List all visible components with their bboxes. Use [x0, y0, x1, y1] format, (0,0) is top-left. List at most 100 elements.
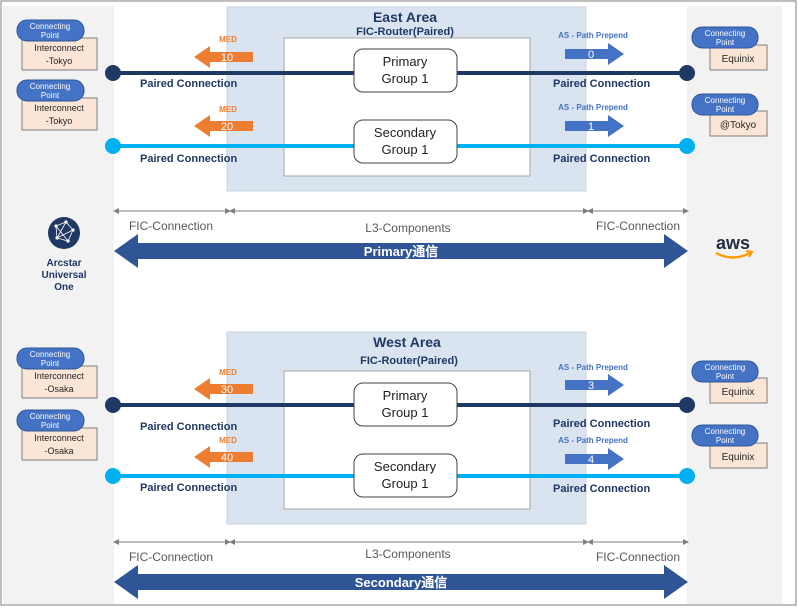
arcstar-name-line1: Arcstar	[46, 258, 81, 269]
east-med-label-1: MED	[219, 35, 237, 44]
east-med-label-2: MED	[219, 105, 237, 114]
east-secondary-left-node	[105, 138, 121, 154]
west-paired-label-right-2: Paired Connection	[553, 483, 650, 495]
point-name-line2: -Osaka	[44, 384, 73, 394]
badge-line2: Point	[716, 38, 735, 47]
west-primary-right-node	[679, 397, 695, 413]
west-right-point-1: Equinix Connecting Point	[691, 360, 768, 404]
west-prepend-value-secondary: 4	[588, 454, 594, 466]
badge-line2: Point	[41, 359, 60, 368]
badge-line2: Point	[41, 31, 60, 40]
east-paired-label-right-1: Paired Connection	[553, 78, 650, 90]
lower-segments: FIC-Connection L3-Components FIC-Connect…	[113, 539, 689, 564]
east-med-value-primary: 10	[221, 52, 233, 64]
west-area-title: West Area	[373, 334, 441, 350]
east-paired-label-right-2: Paired Connection	[553, 153, 650, 165]
west-med-arrow-primary	[194, 378, 253, 400]
east-secondary-group	[353, 119, 458, 164]
east-prepend-arrow-primary	[565, 43, 624, 65]
east-prepend-arrow-secondary	[565, 115, 624, 137]
west-secondary-group-line1: Secondary	[374, 459, 437, 474]
lower-fic-left-label: FIC-Connection	[129, 550, 213, 564]
upper-l3-label: L3-Components	[365, 221, 450, 235]
east-right-point-1: Equinix Connecting Point	[691, 26, 768, 71]
point-name: @Tokyo	[720, 120, 757, 131]
west-med-label-2: MED	[219, 436, 237, 445]
east-primary-group-line2: Group 1	[382, 71, 429, 86]
badge-line1: Connecting	[30, 412, 70, 421]
badge-line1: Connecting	[30, 22, 70, 31]
east-prepend-label-2: AS - Path Prepend	[558, 103, 628, 112]
point-name: Equinix	[722, 54, 755, 65]
secondary-communication-arrow	[114, 565, 688, 599]
point-name-line2: -Osaka	[44, 446, 73, 456]
point-name-box	[21, 427, 98, 461]
lower-l3-label: L3-Components	[365, 547, 450, 561]
secondary-communication-label: Secondary通信	[355, 575, 447, 590]
connecting-point-badge	[16, 19, 85, 42]
west-secondary-group-line2: Group 1	[382, 476, 429, 491]
point-name-line2: -Tokyo	[46, 56, 73, 66]
east-secondary-right-node	[679, 138, 695, 154]
point-name-box	[21, 97, 98, 131]
point-name-line1: Interconnect	[34, 371, 84, 381]
east-paired-label-left-1: Paired Connection	[140, 78, 237, 90]
primary-communication-arrow	[114, 234, 688, 268]
east-primary-right-node	[679, 65, 695, 81]
arcstar-name-line3: One	[54, 282, 74, 293]
west-primary-group-line1: Primary	[383, 388, 428, 403]
west-med-arrow-secondary	[194, 446, 253, 468]
badge-line2: Point	[716, 436, 735, 445]
point-name-line2: -Tokyo	[46, 116, 73, 126]
connecting-point-badge	[16, 347, 85, 370]
arcstar-globe-icon	[48, 217, 80, 249]
point-name-line1: Interconnect	[34, 433, 84, 443]
west-med-value-secondary: 40	[221, 452, 233, 464]
upper-fic-left-label: FIC-Connection	[129, 219, 213, 233]
upper-segments: FIC-Connection L3-Components FIC-Connect…	[113, 208, 689, 235]
east-primary-left-node	[105, 65, 121, 81]
east-prepend-value-primary: 0	[588, 49, 594, 61]
east-med-value-secondary: 20	[221, 121, 233, 133]
west-secondary-group	[353, 453, 458, 498]
west-primary-group-line2: Group 1	[382, 405, 429, 420]
west-area: West Area FIC-Router(Paired) Primary Gro…	[105, 331, 695, 525]
east-primary-group-line1: Primary	[383, 54, 428, 69]
connecting-point-badge	[691, 424, 759, 447]
west-med-label-1: MED	[219, 368, 237, 377]
badge-line1: Connecting	[30, 350, 70, 359]
east-secondary-group-line2: Group 1	[382, 142, 429, 157]
connecting-point-badge	[691, 26, 759, 49]
east-left-point-1: Interconnect -Tokyo Connecting Point	[16, 19, 98, 71]
badge-line2: Point	[41, 421, 60, 430]
arcstar-network-icon	[55, 221, 74, 242]
lower-fic-right-label: FIC-Connection	[596, 550, 680, 564]
connecting-point-badge	[691, 360, 759, 383]
arcstar-name-line2: Universal	[41, 270, 86, 281]
badge-line1: Connecting	[705, 427, 745, 436]
east-med-arrow-secondary	[194, 115, 253, 137]
west-router-label: FIC-Router(Paired)	[360, 355, 458, 367]
connecting-point-badge	[691, 93, 759, 116]
west-secondary-left-node	[105, 468, 121, 484]
aws-logo: aws	[715, 233, 754, 259]
east-left-point-2: Interconnect -Tokyo Connecting Point	[16, 79, 98, 131]
arcstar-logo: Arcstar Universal One	[41, 217, 87, 293]
west-prepend-label-2: AS - Path Prepend	[558, 436, 628, 445]
west-right-point-2: Equinix Connecting Point	[691, 424, 768, 469]
primary-communication-label: Primary通信	[364, 244, 438, 259]
west-prepend-label-1: AS - Path Prepend	[558, 363, 628, 372]
east-right-point-2: @Tokyo Connecting Point	[691, 93, 768, 137]
badge-line1: Connecting	[705, 29, 745, 38]
point-name-box	[709, 44, 768, 71]
point-name-box	[21, 365, 98, 399]
aws-smile-icon	[715, 251, 751, 259]
west-primary-group	[353, 382, 458, 427]
east-med-arrow-primary	[194, 46, 253, 68]
badge-line1: Connecting	[30, 82, 70, 91]
east-area: East Area FIC-Router(Paired) Primary Gro…	[105, 6, 695, 192]
badge-line1: Connecting	[705, 96, 745, 105]
aws-wordmark: aws	[716, 233, 750, 253]
east-prepend-value-secondary: 1	[588, 121, 594, 133]
